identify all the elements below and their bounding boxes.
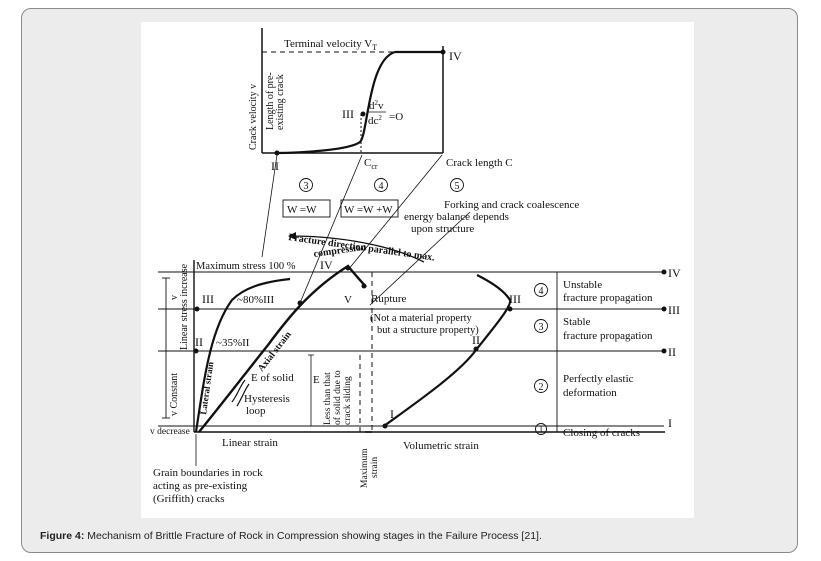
point-I-right-label: I bbox=[390, 407, 394, 421]
e-of-solid-label: E of solid bbox=[251, 372, 294, 384]
maximum-strain-label-2: strain bbox=[370, 457, 380, 478]
stage-3-equation-box bbox=[282, 199, 331, 218]
v-constant-label: v Constant bbox=[169, 373, 180, 416]
stage-3-circle bbox=[299, 178, 313, 192]
less-than-label-1: Less than that bbox=[323, 372, 333, 425]
leader-line-IV bbox=[347, 154, 443, 271]
less-than-label-3: crack sliding bbox=[343, 376, 353, 425]
preexisting-crack-label-1: Length of pre- bbox=[265, 72, 276, 130]
legend-circle-1 bbox=[535, 423, 547, 435]
hysteresis-loop bbox=[231, 379, 246, 403]
elastic-label-2: deformation bbox=[563, 387, 617, 399]
lateral-strain-label: Lateral strain bbox=[198, 361, 215, 415]
v-decrease-label: v decrease bbox=[150, 427, 190, 437]
hysteresis-label-2: loop bbox=[246, 405, 266, 417]
point-III-dot bbox=[360, 111, 366, 117]
svg-text:3: 3 bbox=[539, 322, 544, 333]
axial-strain-curve bbox=[198, 264, 367, 433]
stage-4-circle bbox=[374, 178, 388, 192]
e-label: E bbox=[313, 374, 320, 386]
elastic-label-1: Perfectly elastic bbox=[563, 373, 634, 385]
legend-IV: IV bbox=[668, 266, 681, 280]
caption-text: Mechanism of Brittle Fracture of Rock in… bbox=[84, 530, 542, 542]
main-graph: Fracture direction parallel to max. comp… bbox=[150, 232, 667, 505]
inflection-equation: d2v dc2 =O bbox=[368, 99, 403, 127]
volumetric-strain-label: Volumetric strain bbox=[403, 440, 479, 452]
grain-label-3: (Griffith) cracks bbox=[153, 493, 225, 505]
less-than-label-2: of solid due to bbox=[332, 370, 343, 425]
unstable-label-1: Unstable bbox=[563, 279, 602, 291]
forking-label-1: Forking and crack coalescence bbox=[444, 199, 579, 211]
rupture-label: Rupture bbox=[371, 293, 407, 305]
not-material-label-1: (Not a material property bbox=[370, 313, 472, 324]
svg-text:d2v: d2v bbox=[369, 99, 384, 112]
lateral-strain-curve bbox=[194, 277, 291, 433]
svg-text:4: 4 bbox=[539, 286, 544, 297]
legend-circle-4 bbox=[534, 283, 548, 297]
point-III-right-label: III bbox=[509, 292, 521, 306]
point-V-label: V bbox=[344, 294, 352, 306]
svg-text:1: 1 bbox=[539, 424, 544, 434]
closing-label: Closing of cracks bbox=[563, 427, 640, 439]
fracture-direction-arrow bbox=[288, 232, 425, 263]
figure-caption: Figure 4: Mechanism of Brittle Fracture … bbox=[40, 530, 542, 542]
svg-text:=O: =O bbox=[389, 111, 403, 123]
not-material-label-2: but a structure property) bbox=[377, 325, 479, 336]
stable-label-1: Stable bbox=[563, 316, 591, 328]
linear-stress-label: Linear stress increase bbox=[179, 263, 190, 350]
hysteresis-label-1: Hysteresis bbox=[244, 393, 290, 405]
max-stress-label: Maximum stress 100 % bbox=[196, 261, 296, 272]
point-II-left-label: II bbox=[195, 335, 203, 349]
point-III-left-label: III bbox=[202, 292, 214, 306]
caption-label: Figure 4: bbox=[40, 530, 85, 542]
stage-4-equation: W =W +W bbox=[344, 204, 393, 216]
grain-label-1: Grain boundaries in rock bbox=[153, 467, 263, 479]
top-point-IV: IV bbox=[449, 49, 462, 63]
legend-circle-2 bbox=[534, 379, 548, 393]
leader-line-II bbox=[261, 154, 278, 258]
preexisting-crack-label-2: existing crack bbox=[275, 74, 286, 130]
forking-label-3: upon structure bbox=[411, 223, 474, 235]
ccr-label: Ccr bbox=[364, 157, 378, 171]
point-IV-dot bbox=[440, 49, 446, 55]
point-II-right-label: II bbox=[472, 333, 480, 347]
stable-label-2: fracture propagation bbox=[563, 330, 653, 342]
svg-text:3: 3 bbox=[304, 181, 309, 192]
right-legend: 4 3 2 1 Unstable fracture propagation St… bbox=[534, 266, 681, 439]
legend-II: II bbox=[668, 345, 676, 359]
svg-text:2: 2 bbox=[539, 382, 544, 393]
svg-text:5: 5 bbox=[455, 181, 460, 192]
point-II-dot bbox=[274, 150, 280, 156]
maximum-strain-label-1: Maximum bbox=[360, 448, 370, 488]
forking-label-2: energy balance depends bbox=[404, 211, 509, 223]
stage-3-equation: W =W bbox=[287, 204, 317, 216]
v-increase-label: v bbox=[169, 295, 180, 300]
legend-I: I bbox=[668, 416, 672, 430]
terminal-velocity-label: Terminal velocity VT bbox=[284, 38, 377, 52]
volumetric-strain-curve bbox=[383, 274, 512, 427]
leader-line-forking bbox=[369, 211, 471, 306]
top-point-III: III bbox=[342, 107, 354, 121]
linear-strain-label: Linear strain bbox=[222, 437, 278, 449]
legend-III: III bbox=[668, 303, 680, 317]
velocity-curve bbox=[274, 50, 443, 155]
figure-image-area bbox=[141, 22, 694, 518]
svg-text:dc2: dc2 bbox=[368, 114, 382, 127]
stage-labels: 3 4 5 W =W W =W +W Forking and crack coa… bbox=[261, 154, 579, 306]
svg-text:4: 4 bbox=[379, 181, 384, 192]
crack-length-label: Crack length C bbox=[446, 157, 513, 169]
crack-velocity-label: Crack velocity v bbox=[248, 84, 259, 150]
grain-label-2: acting as pre-existing bbox=[153, 480, 248, 492]
pct80-label: ~80%III bbox=[237, 294, 274, 306]
point-IV-label: IV bbox=[320, 258, 333, 272]
pct35-label: ~35%II bbox=[216, 337, 250, 349]
unstable-label-2: fracture propagation bbox=[563, 292, 653, 304]
top-graph: Terminal velocity VT IV III II d2v dc2 =… bbox=[248, 28, 513, 173]
legend-circle-3 bbox=[534, 319, 548, 333]
stage-5-circle bbox=[450, 178, 464, 192]
leader-line-III bbox=[299, 154, 363, 304]
